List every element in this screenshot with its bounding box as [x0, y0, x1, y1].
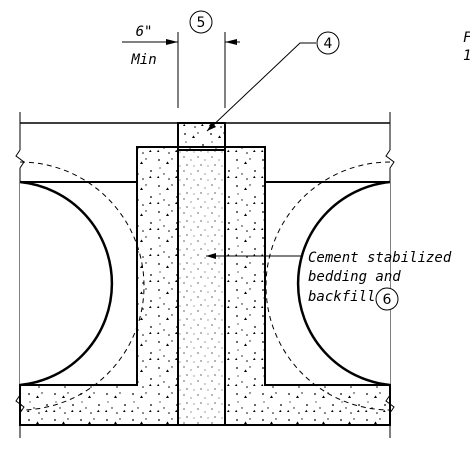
- right-pipe-outline-dashed: [265, 161, 391, 411]
- callout-4-circle: [316, 31, 340, 55]
- callout-4-arrowhead: [207, 122, 216, 131]
- stabilized-backfill-column: [177, 146, 226, 426]
- callout-6-number: 6: [383, 292, 392, 308]
- dimension-qualifier: Min: [130, 52, 156, 68]
- callout-5-circle: [189, 10, 213, 34]
- concrete-cap: [177, 122, 226, 151]
- dimension-value: 6": [136, 24, 153, 40]
- left-pipe: [19, 180, 114, 387]
- callout-4-leader: [206, 42, 316, 132]
- callout-6-circle: [375, 287, 399, 311]
- dimension-arrow-right: [225, 39, 237, 45]
- note-line-2: bedding and: [308, 269, 401, 285]
- right-pipe: [296, 180, 391, 387]
- callout-4-number: 4: [324, 36, 333, 52]
- note-line-1: Cement stabilized: [308, 250, 452, 266]
- callout-5-number: 5: [197, 15, 206, 31]
- left-pipe-outline-dashed: [19, 161, 145, 411]
- dimension-arrow-left: [166, 39, 178, 45]
- edge-text-1: F: [463, 30, 470, 46]
- note-leader-arrowhead: [206, 253, 216, 259]
- note-line-3: backfill: [308, 289, 375, 305]
- edge-text-2: 1: [463, 48, 470, 64]
